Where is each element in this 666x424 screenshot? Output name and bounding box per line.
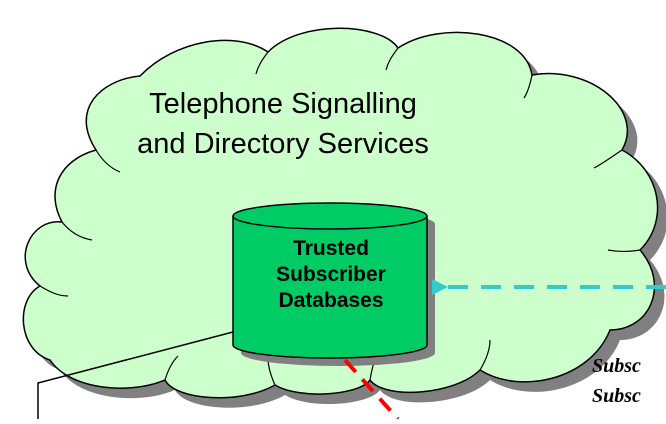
cloud-lobe-line (593, 149, 623, 169)
cloud-title: Telephone Signalling and Directory Servi… (118, 84, 448, 164)
database-label-line3: Databases (278, 289, 384, 312)
cloud-lobe-line (255, 51, 269, 75)
database-label: Trusted Subscriber Databases (236, 236, 426, 314)
cloud-lobe-line (61, 221, 93, 241)
cloud-lobe-line (164, 355, 179, 381)
database-label-line1: Trusted (293, 237, 369, 260)
cloud-lobe-line (39, 285, 69, 297)
red-dashed-line (343, 358, 400, 421)
database-cylinder (232, 202, 428, 359)
cloud-lobe-line (95, 149, 121, 173)
side-label-line2: Subsc (592, 385, 641, 407)
side-label: Subsc Subsc (592, 351, 666, 411)
cloud-lobe-line (479, 339, 491, 371)
side-label-line1: Subsc (592, 355, 641, 377)
cloud-lobe-line (523, 74, 533, 99)
cloud-title-line2: and Directory Services (137, 128, 429, 160)
cloud-lobe-line (607, 249, 641, 253)
cloud-title-line1: Telephone Signalling (149, 88, 417, 120)
cloud-lobe-line (385, 47, 399, 71)
black-connector-line (37, 331, 234, 419)
database-label-line2: Subscriber (276, 263, 386, 286)
